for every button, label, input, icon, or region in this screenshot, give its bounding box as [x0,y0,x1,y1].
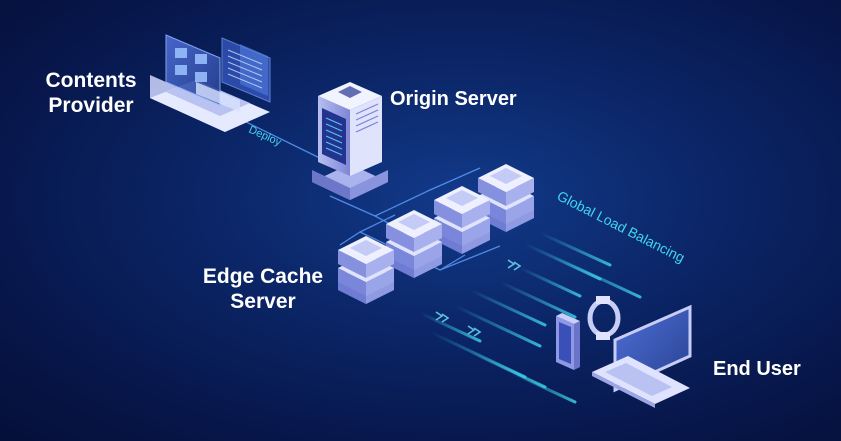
chevron-arrows [435,259,522,337]
origin-server-label: Origin Server [390,88,517,110]
smartphone-icon [556,313,580,370]
global-load-balancing-label: Global Load Balancing [555,187,688,265]
contents-provider-label: Contents Provider [30,68,152,118]
deploy-label: Deploy [247,124,284,149]
network-lines [237,117,501,271]
media-windows-icon [165,34,271,112]
laptop-user-icon [592,304,692,408]
end-user-label: End User [713,358,801,380]
server-tower-icon [312,82,388,200]
edge-server-stack-icon [338,164,534,304]
contents-provider-line2: Provider [48,94,134,117]
edge-cache-line2: Server [230,290,296,313]
smartwatch-icon [587,296,621,340]
edge-cache-server-label: Edge Cache Server [198,264,328,314]
contents-provider-line1: Contents [45,69,137,92]
edge-cache-line1: Edge Cache [202,265,324,288]
data-streaks [418,231,642,404]
